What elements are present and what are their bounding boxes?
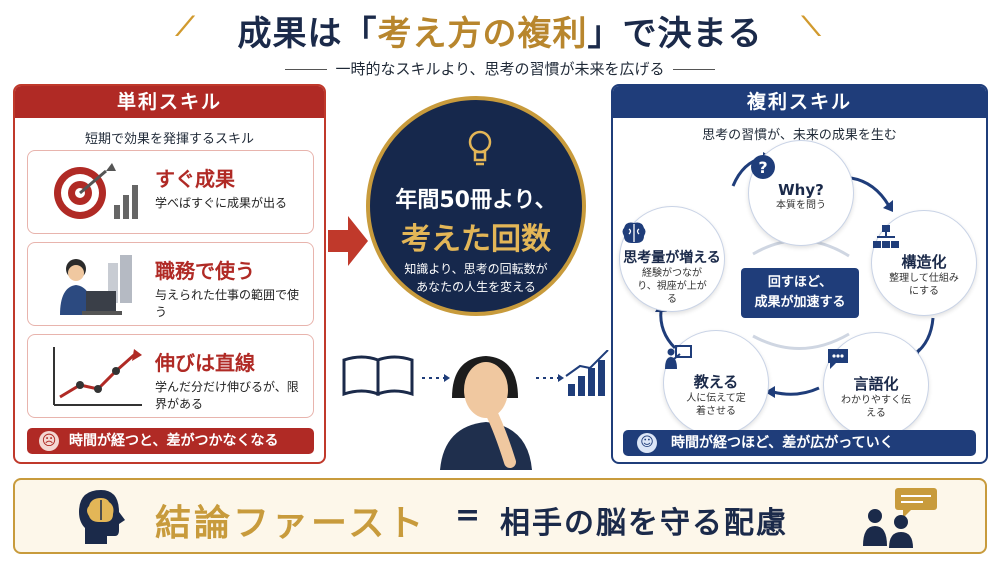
card-title: 職務で使う — [155, 259, 255, 283]
line-graph-icon — [53, 347, 142, 406]
right-arrow-icon — [328, 216, 368, 266]
node-sub: 本質を問う — [776, 200, 826, 211]
card-title: すぐ成果 — [155, 167, 235, 191]
node-sub: わかりやすく伝える — [841, 395, 911, 419]
card-title: 伸びは直線 — [155, 351, 255, 375]
compound-interest-description: 思考の習慣が、未来の成果を生む — [702, 128, 897, 143]
equals-sign: = — [455, 498, 483, 533]
subtitle-text: 一時的なスキルより、思考の習慣が未来を広げる — [335, 60, 665, 78]
card-quick-result: すぐ成果 学べばすぐに成果が出る — [27, 150, 314, 234]
node-why: ? Why? 本質を問う — [748, 140, 854, 246]
smile-face-icon: ☺ — [637, 433, 657, 453]
center-line-3a: 知識より、思考の回転数が — [404, 262, 548, 276]
simple-interest-header: 単利スキル — [15, 86, 324, 118]
node-title: Why? — [778, 181, 824, 199]
hierarchy-icon — [873, 225, 899, 248]
node-sub: 人に伝えて定着させる — [686, 393, 746, 417]
svg-text:?: ? — [758, 158, 767, 177]
node-title: 構造化 — [901, 253, 947, 271]
page-title: 成果は「考え方の複利」で決まる — [0, 6, 1000, 55]
card-text: 学んだ分だけ伸びるが、限界がある — [155, 380, 299, 411]
thinking-person-icon — [440, 356, 532, 470]
node-sub: 整理して仕組みにする — [889, 273, 959, 297]
card-job-use: 職務で使う 与えられた仕事の範囲で使う — [27, 242, 314, 326]
simple-interest-footer: ☹ 時間が経つと、差がつかなくなる — [27, 428, 314, 454]
person-laptop-icon — [60, 255, 132, 315]
footer-text: 時間が経つと、差がつかなくなる — [69, 433, 279, 449]
node-teach: 教える 人に伝えて定着させる — [663, 330, 769, 436]
lightbulb-icon — [468, 130, 492, 166]
node-structure: 構造化 整理して仕組みにする — [871, 210, 977, 316]
center-line-3: 知識より、思考の回転数が あなたの人生を変える — [370, 260, 582, 296]
footer-text: 時間が経つほど、差が広がっていく — [671, 435, 894, 451]
node-title: 教える — [693, 373, 739, 391]
card-linear-growth: 伸びは直線 学んだ分だけ伸びるが、限界がある — [27, 334, 314, 418]
book-icon — [342, 355, 414, 397]
sparkle-icon-left: ⟋ — [176, 12, 195, 42]
sad-face-icon: ☹ — [39, 431, 59, 451]
title-pre: 成果は「 — [237, 14, 378, 54]
simple-interest-panel: 単利スキル 短期で効果を発揮するスキル すぐ成果 学べばすぐに成果が出る 職務で… — [13, 84, 326, 464]
brain-icon — [622, 222, 646, 243]
card-text: 学べばすぐに成果が出る — [155, 196, 288, 210]
divider — [285, 69, 328, 70]
title-highlight: 考え方の複利 — [377, 14, 588, 54]
teacher-icon — [665, 345, 692, 369]
divider — [672, 69, 715, 70]
head-brain-icon — [79, 490, 125, 544]
center-box-line-1: 回すほど、 — [767, 275, 833, 290]
protect-brain-text: 相手の脳を守る配慮 — [500, 506, 788, 541]
target-chart-icon — [54, 163, 138, 219]
conclusion-first-text: 結論ファースト — [155, 503, 427, 544]
growth-chart-icon — [565, 350, 609, 396]
compound-interest-header: 複利スキル — [613, 86, 986, 118]
center-box-line-2: 成果が加速する — [754, 295, 846, 310]
question-icon: ? — [751, 155, 775, 179]
card-text: 与えられた仕事の範囲で使う — [155, 288, 300, 319]
simple-interest-description: 短期で効果を発揮するスキル — [84, 132, 254, 147]
node-verbalize: 言語化 わかりやすく伝える — [823, 332, 929, 438]
title-post: 」で決まる — [587, 14, 763, 54]
cycle-center-box: 回すほど、 成果が加速する — [741, 268, 859, 318]
node-title: 言語化 — [853, 375, 899, 393]
thinking-scene — [342, 350, 609, 470]
compound-interest-panel: 複利スキル 思考の習慣が、未来の成果を生む ? Why? 本質を問う — [611, 84, 988, 464]
center-message-circle: 年間50冊より、 考えた回数 知識より、思考の回転数が あなたの人生を変える — [366, 96, 586, 316]
page-subtitle: 一時的なスキルより、思考の習慣が未来を広げる — [0, 58, 1000, 79]
center-line-2: 考えた回数 — [401, 222, 551, 257]
center-line-3b: あなたの人生を変える — [416, 280, 536, 294]
speech-bubble-icon — [828, 349, 848, 369]
node-thinking-volume: 思考量が増える 経験がつながり、視座が上がる — [619, 206, 725, 312]
conclusion-banner: 結論ファースト = 相手の脳を守る配慮 — [13, 478, 987, 554]
sparkle-icon-right: ⟍ — [802, 12, 821, 42]
people-talk-icon — [863, 488, 937, 548]
node-title: 思考量が増える — [623, 250, 721, 266]
center-line-1: 年間50冊より、 — [395, 188, 557, 213]
compound-interest-footer: ☺ 時間が経つほど、差が広がっていく — [623, 430, 976, 456]
node-sub: 経験がつながり、視座が上がる — [637, 268, 707, 305]
